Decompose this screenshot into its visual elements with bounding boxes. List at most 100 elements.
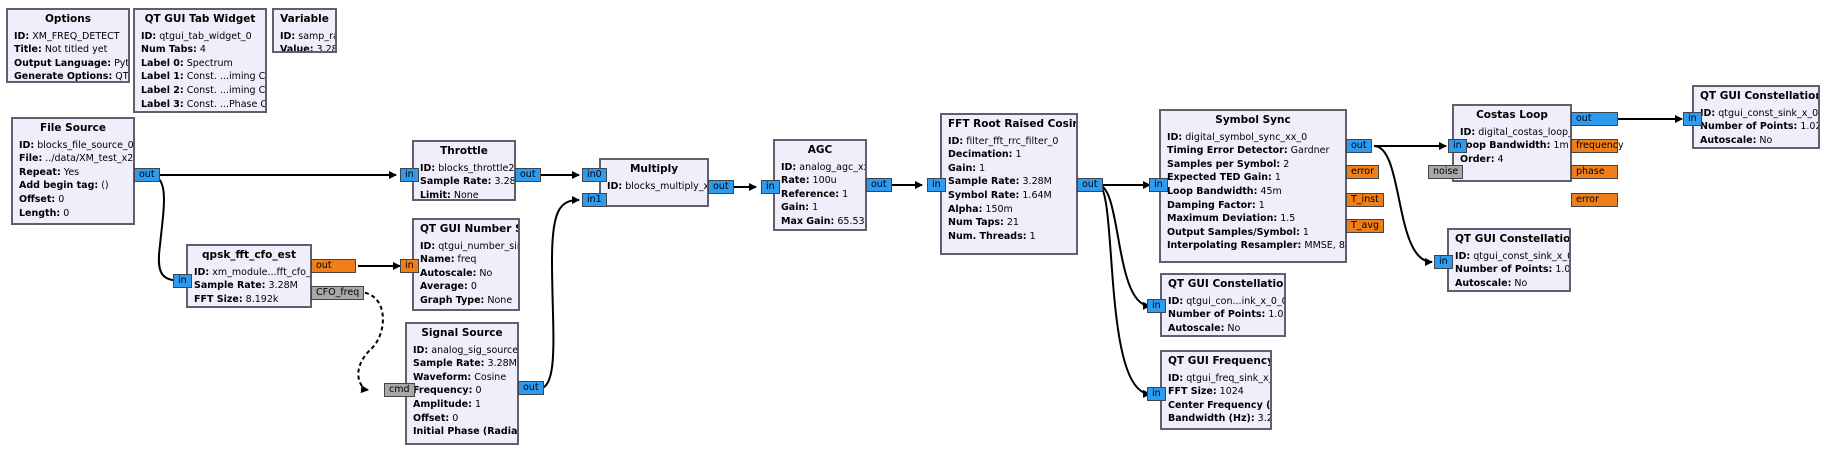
param-value: 0 bbox=[475, 385, 482, 397]
port-costas-noise[interactable]: noise bbox=[1428, 165, 1464, 179]
port-throttle-out[interactable]: out bbox=[515, 168, 541, 182]
param-value: 1 bbox=[1302, 226, 1309, 238]
port-file-source-out[interactable]: out bbox=[134, 168, 160, 182]
port-symbol-sync-in[interactable]: in bbox=[1149, 178, 1168, 192]
wire-rrc-csa bbox=[1097, 184, 1151, 310]
port-multiply-in1[interactable]: in1 bbox=[582, 193, 607, 207]
port-symbol-sync-t-inst[interactable]: T_inst bbox=[1346, 193, 1384, 207]
port-rrc-in[interactable]: in bbox=[927, 178, 946, 192]
param-value: 3.28M bbox=[487, 358, 517, 370]
port-costas-phase[interactable]: phase bbox=[1571, 165, 1618, 179]
port-signal-out[interactable]: out bbox=[518, 381, 544, 395]
port-freq-sink-in[interactable]: in bbox=[1147, 387, 1166, 401]
port-symbol-sync-out[interactable]: out bbox=[1346, 139, 1372, 153]
param-key: Order: bbox=[1460, 153, 1495, 165]
port-costas-out[interactable]: out bbox=[1571, 112, 1618, 126]
param-key: Sample Rate: bbox=[948, 176, 1020, 188]
block-freq-sink[interactable]: QT GUI Frequency SinkID: qtgui_freq_sink… bbox=[1160, 350, 1272, 430]
block-param: Bandwidth (Hz): 3.28M bbox=[1168, 412, 1270, 426]
block-param: Rate: 100u bbox=[781, 174, 859, 188]
port-multiply-in0[interactable]: in0 bbox=[582, 168, 607, 182]
param-key: Interpolating Resampler: bbox=[1167, 240, 1302, 252]
param-value: 4 bbox=[1497, 153, 1504, 165]
param-value: qtgui_number_sink_0 bbox=[438, 240, 518, 252]
param-key: Loop Bandwidth: bbox=[1167, 185, 1258, 197]
param-value: 1 bbox=[474, 398, 481, 410]
port-costas-frequency[interactable]: frequency bbox=[1571, 139, 1624, 153]
port-symbol-sync-t-avg[interactable]: T_avg bbox=[1346, 219, 1385, 233]
port-multiply-out[interactable]: out bbox=[708, 180, 734, 194]
param-key: Gain: bbox=[781, 202, 810, 214]
block-param: Output Language: Python bbox=[14, 57, 128, 71]
param-value: 1m bbox=[1553, 140, 1569, 152]
param-key: Number of Points: bbox=[1700, 121, 1798, 133]
port-agc-in[interactable]: in bbox=[761, 180, 780, 194]
param-value: 1024 bbox=[1219, 386, 1244, 398]
param-key: Label 2: bbox=[141, 84, 184, 96]
param-key: Bandwidth (Hz): bbox=[1168, 413, 1255, 425]
port-qpsk-in[interactable]: in bbox=[173, 274, 192, 288]
block-rrc-filter[interactable]: FFT Root Raised Cosine FilterID: filter_… bbox=[940, 113, 1078, 255]
param-key: Gain: bbox=[948, 162, 977, 174]
port-signal-cmd[interactable]: cmd bbox=[384, 383, 415, 397]
block-title: Multiply bbox=[629, 163, 679, 175]
wire-ss-csb bbox=[1373, 145, 1433, 266]
param-key: Timing Error Detector: bbox=[1167, 145, 1288, 157]
param-value: 2 bbox=[1283, 158, 1290, 170]
param-value: 21 bbox=[1006, 217, 1019, 229]
param-key: Autoscale: bbox=[1700, 134, 1757, 146]
port-qpsk-out[interactable]: out bbox=[311, 259, 356, 273]
port-const-sink-b-in[interactable]: in bbox=[1434, 255, 1453, 269]
block-number-sink[interactable]: QT GUI Number SinkID: qtgui_number_sink_… bbox=[412, 218, 520, 311]
param-key: FFT Size: bbox=[194, 293, 243, 305]
param-key: Limit: bbox=[420, 189, 451, 201]
param-key: Max Gain: bbox=[781, 215, 835, 227]
block-param: ID: qtgui_number_sink_0 bbox=[420, 240, 518, 254]
port-costas-error[interactable]: error bbox=[1571, 193, 1618, 207]
param-value: 0 bbox=[470, 281, 477, 293]
param-key: ID: bbox=[280, 30, 296, 42]
param-key: Number of Points: bbox=[1168, 309, 1266, 321]
block-param: Gain: 1 bbox=[781, 201, 859, 215]
port-agc-out[interactable]: out bbox=[866, 178, 892, 192]
port-costas-in[interactable]: in bbox=[1448, 139, 1467, 153]
param-key: Damping Factor: bbox=[1167, 199, 1256, 211]
port-symbol-sync-error[interactable]: error bbox=[1346, 165, 1379, 179]
param-key: Autoscale: bbox=[1455, 277, 1512, 289]
port-number-sink-in[interactable]: in bbox=[400, 259, 419, 273]
block-param: Damping Factor: 1 bbox=[1167, 199, 1339, 213]
block-const-sink-a[interactable]: QT GUI Constellation SinkID: qtgui_con..… bbox=[1160, 273, 1286, 337]
port-qpsk-cfo-freq[interactable]: CFO_freq bbox=[311, 286, 365, 300]
param-value: digital_costas_loop_cc_0 bbox=[1478, 126, 1570, 138]
port-const-sink-a-in[interactable]: in bbox=[1147, 299, 1166, 313]
block-param: Number of Points: 1.024k bbox=[1455, 263, 1569, 277]
block-param: Label 3: Const. ...Phase Comp bbox=[141, 98, 265, 111]
param-key: Maximum Deviation: bbox=[1167, 213, 1278, 225]
block-const-sink-c[interactable]: QT GUI Constellation SinkID: qtgui_const… bbox=[1692, 85, 1820, 149]
param-key: Add begin tag: bbox=[19, 180, 99, 192]
port-rrc-out[interactable]: out bbox=[1077, 178, 1103, 192]
block-param: Interpolating Resampler: MMSE, 8 tap FIR bbox=[1167, 239, 1345, 253]
port-throttle-in[interactable]: in bbox=[400, 168, 419, 182]
block-title: File Source bbox=[40, 122, 106, 134]
block-param: Autoscale: No bbox=[1700, 134, 1812, 147]
block-title: qpsk_fft_cfo_est bbox=[202, 249, 296, 261]
param-value: 1 bbox=[812, 202, 819, 214]
port-const-sink-c-in[interactable]: in bbox=[1683, 112, 1702, 126]
param-value: qtgui_const_sink_x_0_0_0 bbox=[1473, 250, 1569, 262]
block-param: Number of Points: 1.024k bbox=[1700, 120, 1818, 134]
block-param: ID: qtgui_con...ink_x_0_0_0_0 bbox=[1168, 295, 1284, 309]
block-const-sink-b[interactable]: QT GUI Constellation SinkID: qtgui_const… bbox=[1447, 228, 1571, 292]
param-value: xm_module...fft_cfo_est_0 bbox=[212, 266, 311, 278]
